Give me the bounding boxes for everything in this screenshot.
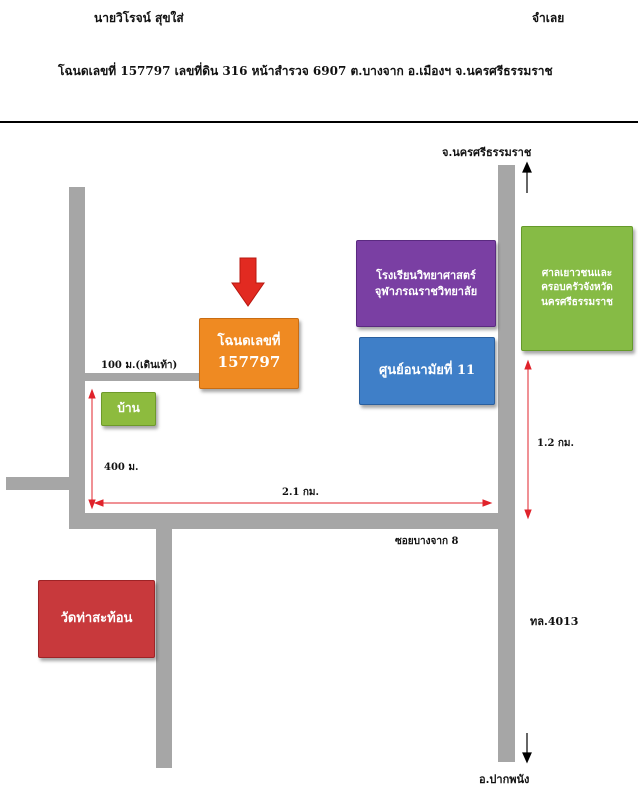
north-destination-label: จ.นครศรีธรรมราช [442,146,532,159]
target-line2: 157797 [217,353,281,372]
road-south-branch [156,528,172,768]
distance-2-1km-label: 2.1 กม. [282,487,320,498]
distance-1-2km-label: 1.2 กม. [537,438,575,449]
court-line2: ครอบครัวจังหวัด [541,282,613,294]
deed-line: โฉนดเลขที่ 157797 เลขที่ดิน 316 หน้าสำรว… [58,64,553,78]
highway-label: ทล.4013 [530,615,579,628]
south-arrow-icon [522,733,532,764]
role-label: จำเลย [532,11,565,25]
house-marker: บ้าน [101,392,156,426]
north-arrow-icon [522,161,532,193]
target-land-plot: โฉนดเลขที่ 157797 [199,318,299,389]
red-down-arrow-icon [231,257,265,307]
road-footpath [85,373,201,381]
temple-label: วัดท่าสะท้อน [60,610,133,626]
health-center-label: ศูนย์อนามัยที่ 11 [378,362,476,378]
road-west-stub [6,477,70,490]
school-line2: จุฬาภรณราชวิทยาลัย [374,284,478,298]
target-line1: โฉนดเลขที่ [217,334,281,350]
divider [0,121,638,123]
juvenile-court: ศาลเยาวชนและ ครอบครัวจังหวัด นครศรีธรรมร… [521,226,633,351]
wat-tha-sathon: วัดท่าสะท้อน [38,580,155,658]
walk-distance-label: 100 ม.(เดินเท้า) [101,360,178,371]
soi-label: ซอยบางจาก 8 [395,536,459,547]
court-line3: นครศรีธรรมราช [541,296,613,308]
road-left-vertical [69,187,85,529]
road-soi-bangjak-8 [69,513,514,529]
owner-name: นายวิโรจน์ สุขใส่ [94,11,184,25]
distance-1-2km-line [524,359,532,520]
house-label: บ้าน [117,401,140,416]
south-destination-label: อ.ปากพนัง [479,773,530,786]
science-school: โรงเรียนวิทยาศาสตร์ จุฬาภรณราชวิทยาลัย [356,240,496,327]
distance-400m-line [88,388,96,510]
health-center-11: ศูนย์อนามัยที่ 11 [359,337,495,405]
distance-2-1km-line [93,499,493,507]
distance-400m-label: 400 ม. [104,462,139,473]
school-line1: โรงเรียนวิทยาศาสตร์ [376,268,476,282]
court-line1: ศาลเยาวชนและ [541,267,613,279]
road-highway-4013 [498,165,515,762]
